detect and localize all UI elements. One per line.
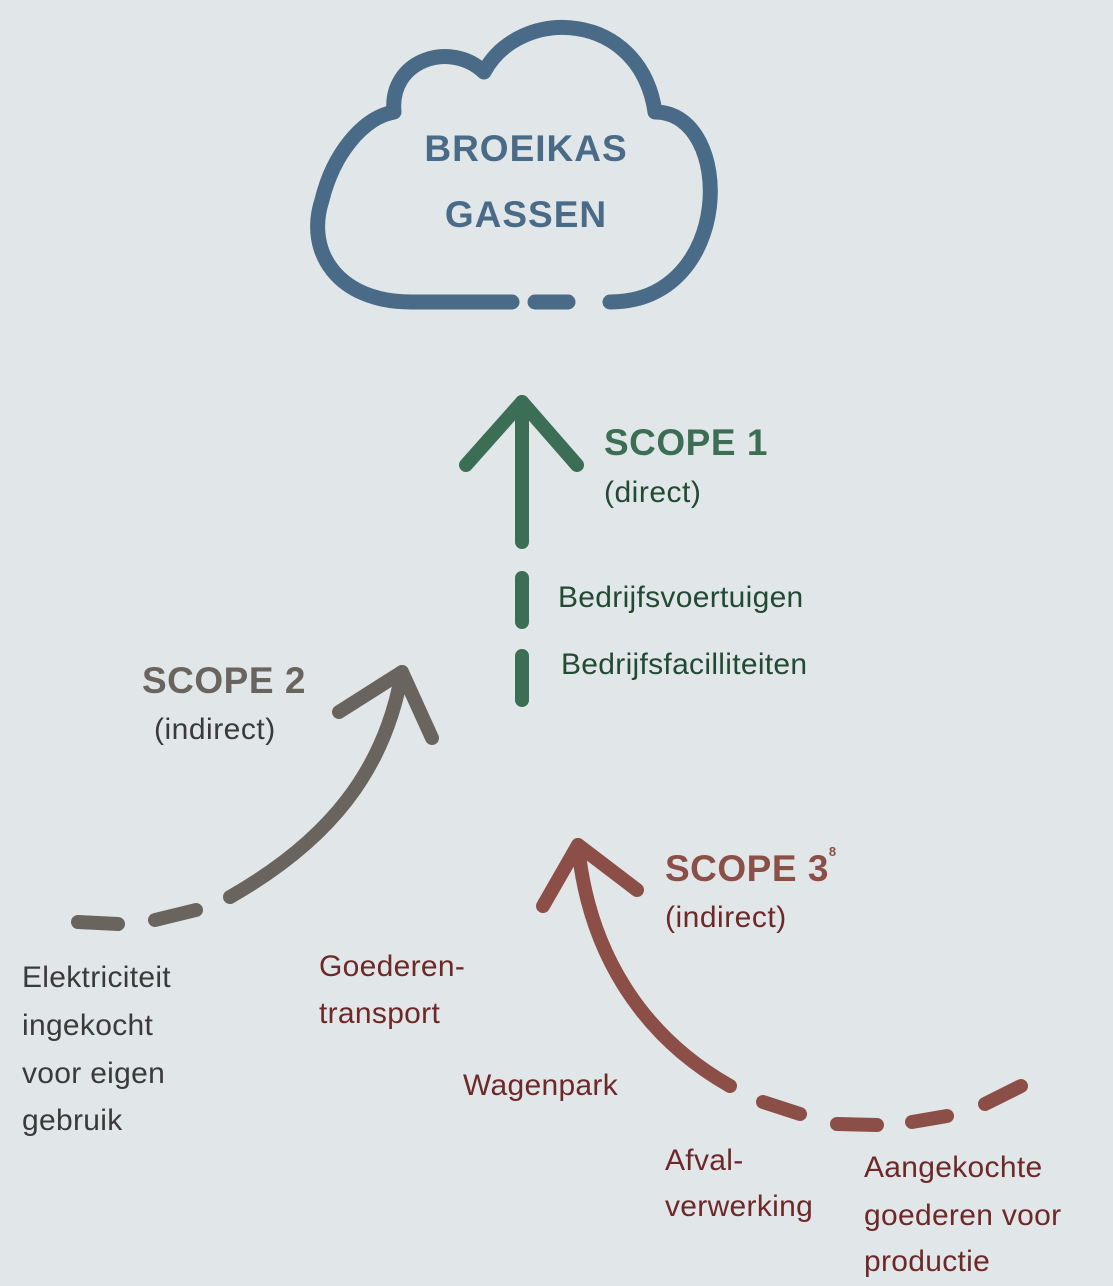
scope1-item: Bedrijfsvoertuigen (558, 581, 804, 614)
scope3-aangekochte-line: Aangekochte (864, 1151, 1043, 1184)
cloud-label-line1: BROEIKAS (424, 128, 628, 169)
scope2-arrow (71, 665, 439, 931)
scope2-item-line: gebruik (22, 1104, 123, 1137)
scope3-subtitle: (indirect) (665, 901, 787, 934)
scope2-item-line: Elektriciteit (22, 961, 171, 994)
scope1-title: SCOPE 1 (604, 422, 768, 463)
scope2-item-line: ingekocht (22, 1009, 154, 1042)
scope2-item-line: voor eigen (22, 1057, 166, 1090)
scope3-arrow (536, 838, 1028, 1132)
cloud-icon (310, 20, 718, 310)
scope1-arrow (459, 395, 584, 707)
scope3-goederen-line: transport (319, 997, 441, 1030)
scope1-subtitle: (direct) (604, 476, 702, 509)
scope3-afval-line: verwerking (665, 1190, 814, 1223)
scope3-footnote: 8 (828, 844, 837, 859)
scope3-title-text: SCOPE 3 (665, 848, 829, 889)
scope3-title: SCOPE 38 (665, 844, 837, 890)
scope3-afval-line: Afval- (665, 1144, 744, 1177)
scope3-aangekochte-line: productie (864, 1245, 991, 1278)
scope1-item: Bedrijfsfacilliteiten (561, 648, 808, 681)
cloud-label-line2: GASSEN (444, 194, 608, 235)
scope3-goederen-line: Goederen- (319, 950, 466, 983)
scope3-aangekochte-line: goederen voor (864, 1199, 1062, 1232)
scope2-subtitle: (indirect) (154, 713, 276, 746)
scope3-wagenpark: Wagenpark (463, 1069, 618, 1102)
scope2-title: SCOPE 2 (142, 660, 306, 701)
